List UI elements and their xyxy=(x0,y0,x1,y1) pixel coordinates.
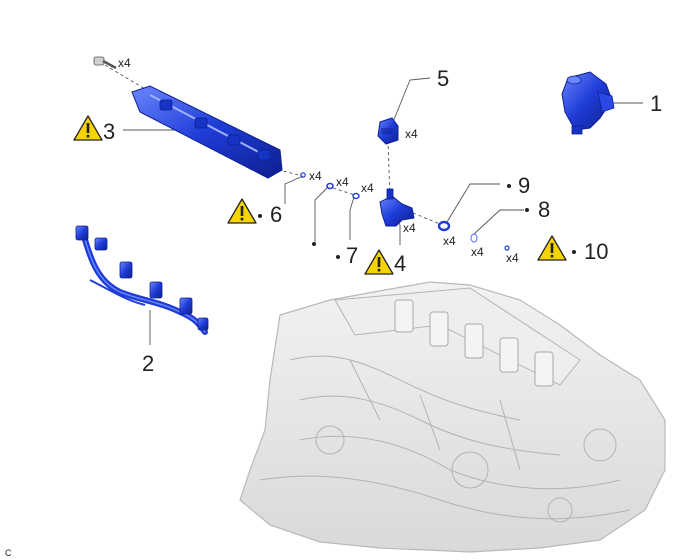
callout-7: 7 xyxy=(346,243,358,268)
qty-bolt: x4 xyxy=(118,56,131,70)
callout-4: 4 xyxy=(394,251,406,276)
engine-assembly xyxy=(239,281,666,553)
qty-seal-8: x4 xyxy=(471,245,484,259)
corner-code: C xyxy=(5,548,12,558)
callout-10: 10 xyxy=(584,239,608,264)
injector-part-4 xyxy=(379,188,415,227)
o-ring-part-6 xyxy=(300,172,306,178)
callout-2: 2 xyxy=(142,351,154,376)
ring-part-7 xyxy=(352,192,360,200)
ring-left xyxy=(326,182,334,190)
seal-part-9 xyxy=(437,220,451,232)
bullet-dots xyxy=(258,184,576,259)
bolt-part xyxy=(93,56,117,70)
qty-o-ring-6: x4 xyxy=(309,169,322,183)
callout-9: 9 xyxy=(518,173,530,198)
seal-part-8 xyxy=(470,233,478,243)
warning-icon xyxy=(537,235,567,261)
warning-icon xyxy=(227,198,257,224)
callout-3: 3 xyxy=(103,119,115,144)
warning-icon xyxy=(364,249,394,275)
clamp-part-5 xyxy=(377,117,399,145)
callout-6: 6 xyxy=(270,202,282,227)
callout-5: 5 xyxy=(437,66,449,91)
qty-injector: x4 xyxy=(403,221,416,235)
fuel-pump-part-1 xyxy=(561,71,615,135)
seal-part-10 xyxy=(504,245,510,251)
warning-icon xyxy=(73,115,103,141)
callout-1: 1 xyxy=(650,91,662,116)
qty-ring-right: x4 xyxy=(361,181,374,195)
qty-seal-10: x4 xyxy=(506,251,519,265)
callout-8: 8 xyxy=(538,197,550,222)
leader-lines xyxy=(99,61,643,345)
qty-clamp: x4 xyxy=(405,127,418,141)
qty-ring-left: x4 xyxy=(336,175,349,189)
qty-seal-9: x4 xyxy=(443,234,456,248)
fuel-rail-part-3 xyxy=(131,85,283,179)
wire-harness-part-2 xyxy=(75,225,209,335)
